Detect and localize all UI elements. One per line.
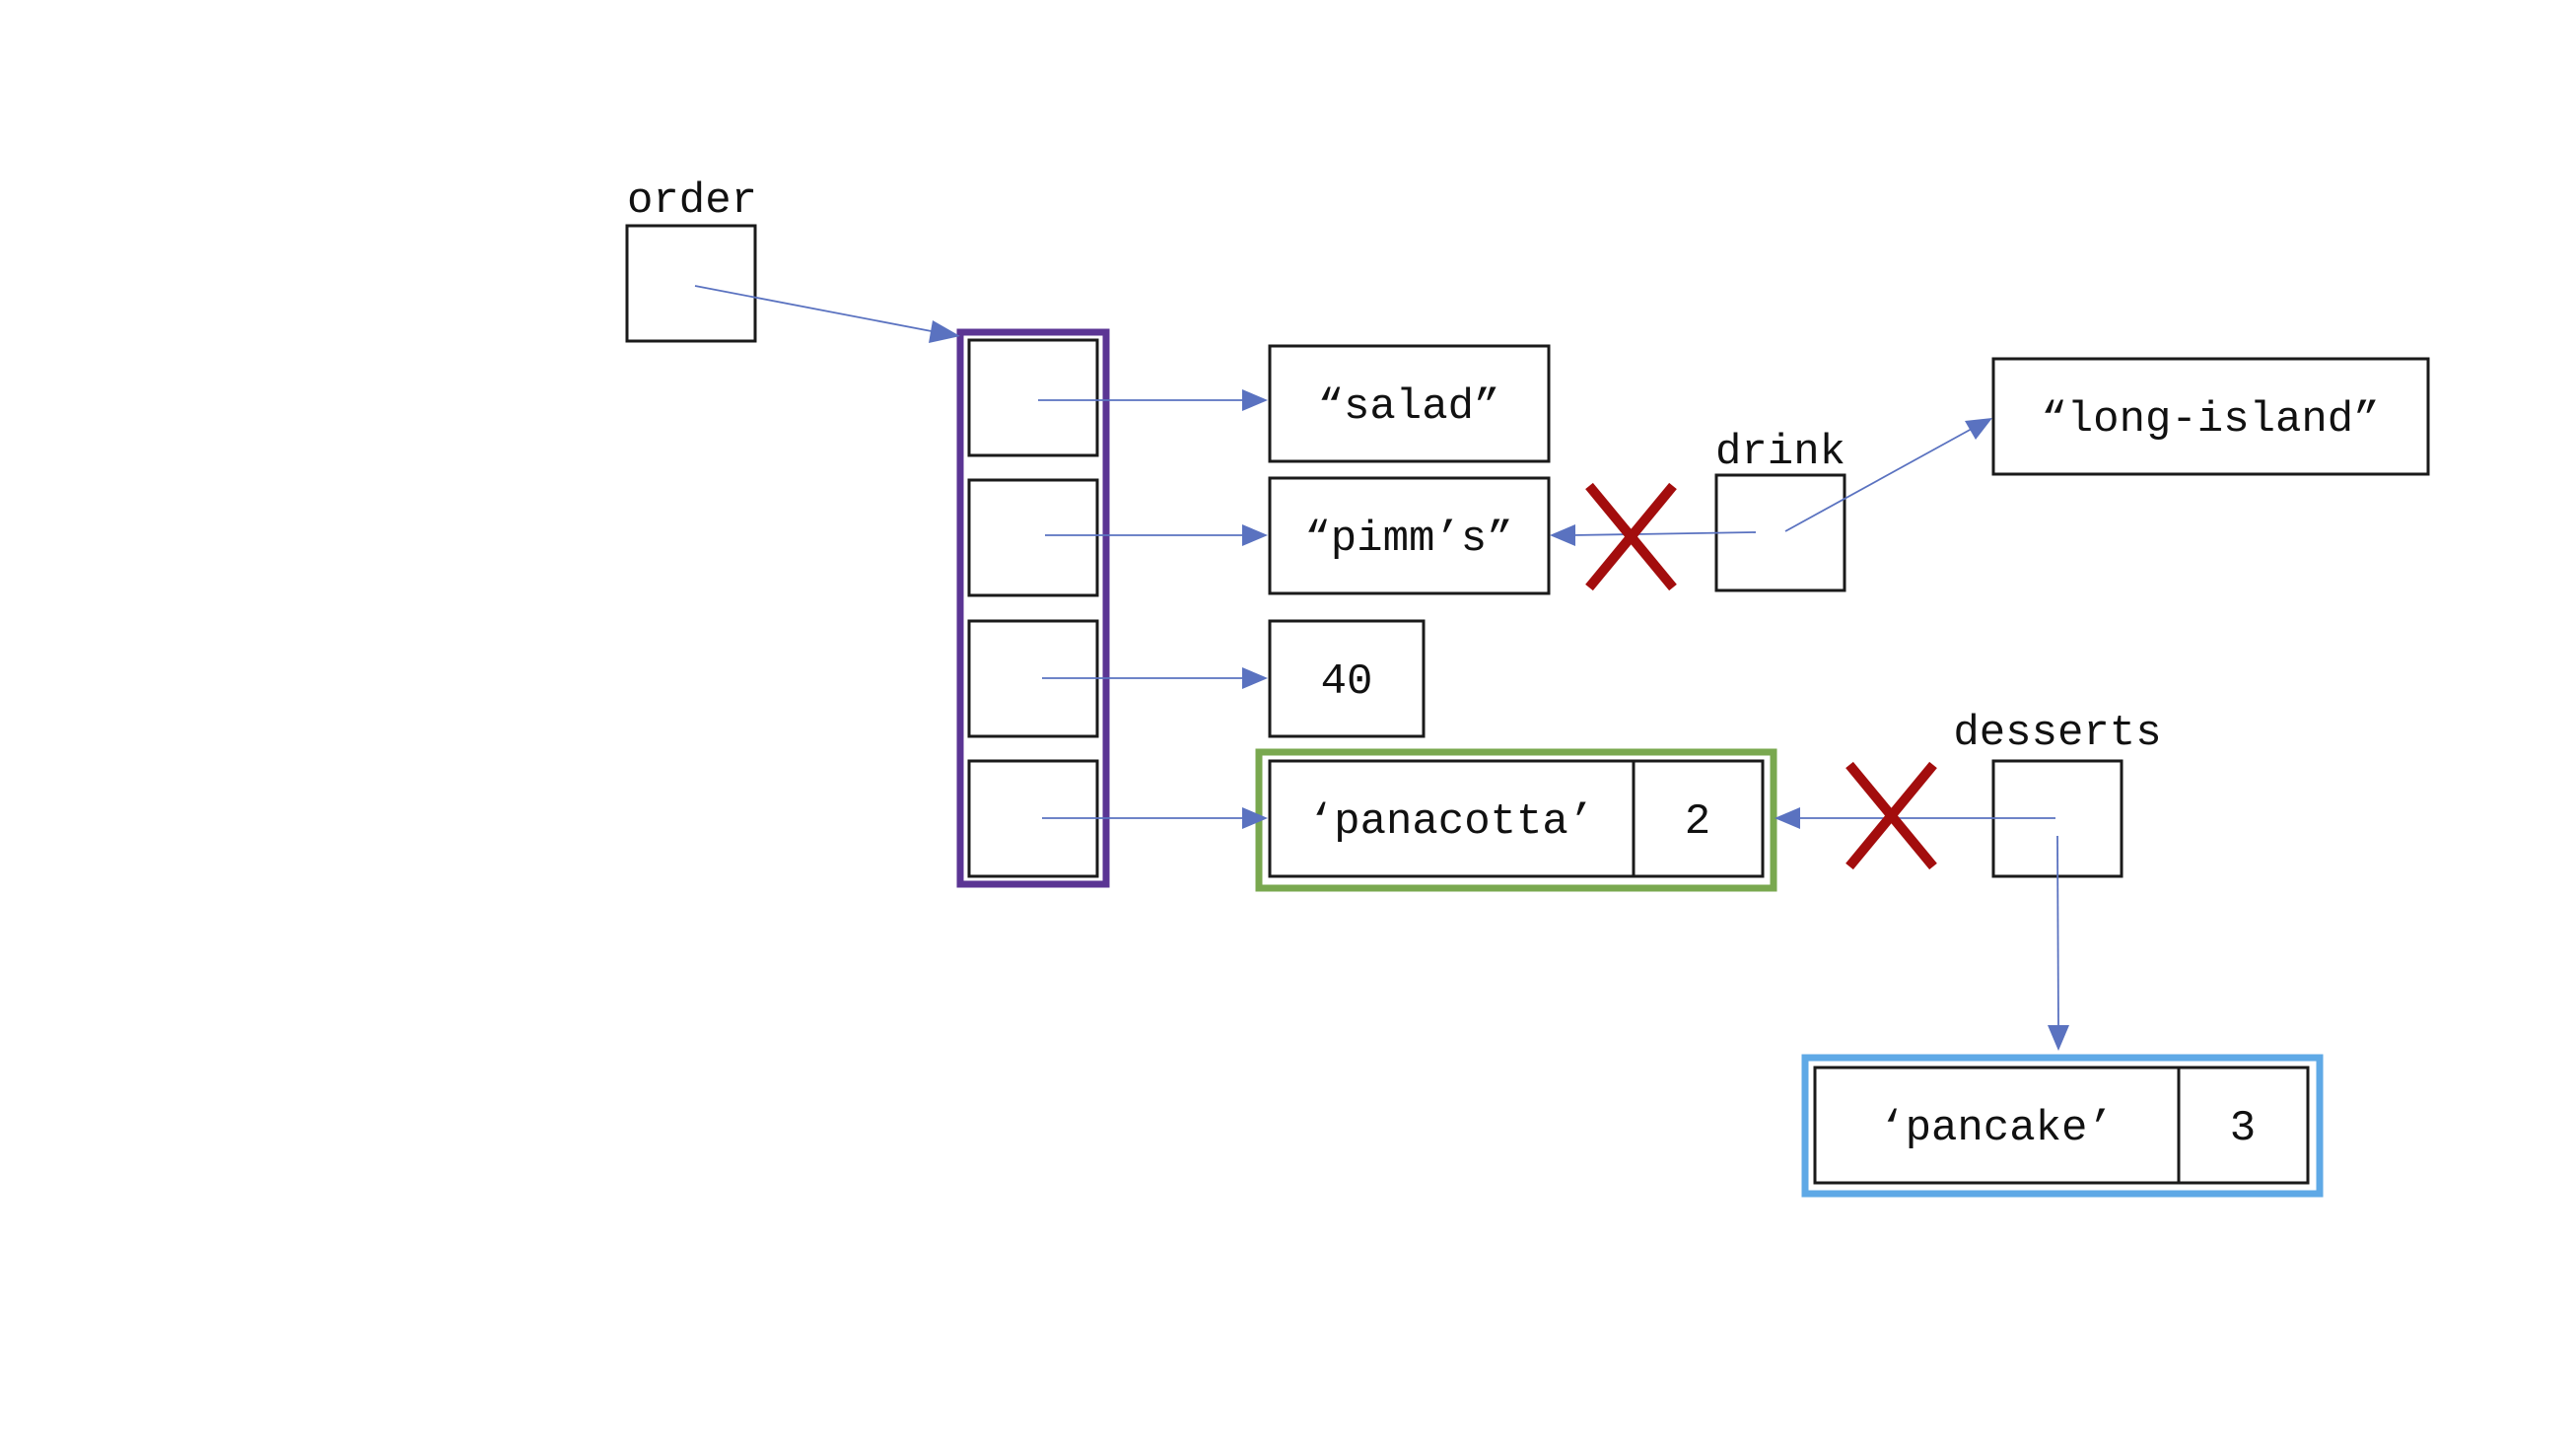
cross-mark-desserts [1845, 761, 1937, 870]
order-variable: order [625, 176, 757, 343]
salad-text: “salad” [1318, 382, 1500, 432]
pancake-name-text: ‘pancake’ [1879, 1104, 2114, 1153]
pancake-count-text: 3 [2230, 1104, 2256, 1153]
desserts-to-panacotta-arrow [1775, 807, 2055, 829]
desserts-to-pancake-arrow [2048, 835, 2069, 1051]
salad-box [1268, 344, 1551, 463]
pimms-text: “pimm’s” [1304, 515, 1512, 564]
list-slot-0 [967, 338, 1099, 457]
list-object [956, 328, 1110, 888]
pancake-frame [1801, 1054, 2324, 1198]
pimms-string: “pimm’s” [1268, 476, 1551, 595]
cross-mark-drink [1585, 482, 1677, 591]
list-frame [956, 328, 1110, 888]
slot2-to-number-arrow [1042, 667, 1268, 689]
long-island-box [1991, 357, 2430, 476]
list-slot-1 [967, 478, 1099, 597]
pancake-tuple: ‘pancake’ 3 [1801, 1054, 2324, 1198]
panacotta-count-cell [1632, 759, 1765, 878]
drink-to-long-island-arrow [1784, 418, 1992, 532]
drink-to-pimms-arrow [1550, 524, 1757, 546]
pimms-box [1268, 476, 1551, 595]
drink-label: drink [1715, 428, 1845, 477]
order-to-list-arrow [694, 285, 960, 343]
slot1-to-pimms-arrow [1045, 524, 1268, 546]
panacotta-count-text: 2 [1685, 797, 1710, 847]
panacotta-name-text: ‘panacotta’ [1308, 797, 1594, 847]
number-text: 40 [1321, 657, 1373, 707]
pancake-name-cell [1813, 1066, 2181, 1185]
panacotta-tuple: ‘panacotta’ 2 [1255, 748, 1777, 892]
long-island-text: “long-island” [2041, 395, 2379, 445]
number-40: 40 [1268, 619, 1426, 738]
long-island-string: “long-island” [1991, 357, 2430, 476]
order-box [625, 224, 757, 343]
slot0-to-salad-arrow [1038, 389, 1268, 411]
number-box [1268, 619, 1426, 738]
panacotta-name-cell [1268, 759, 1636, 878]
salad-string: “salad” [1268, 344, 1551, 463]
order-label: order [627, 176, 757, 226]
desserts-label: desserts [1953, 709, 2161, 758]
pancake-count-cell [2177, 1066, 2310, 1185]
slot3-to-panacotta-arrow [1042, 807, 1268, 829]
